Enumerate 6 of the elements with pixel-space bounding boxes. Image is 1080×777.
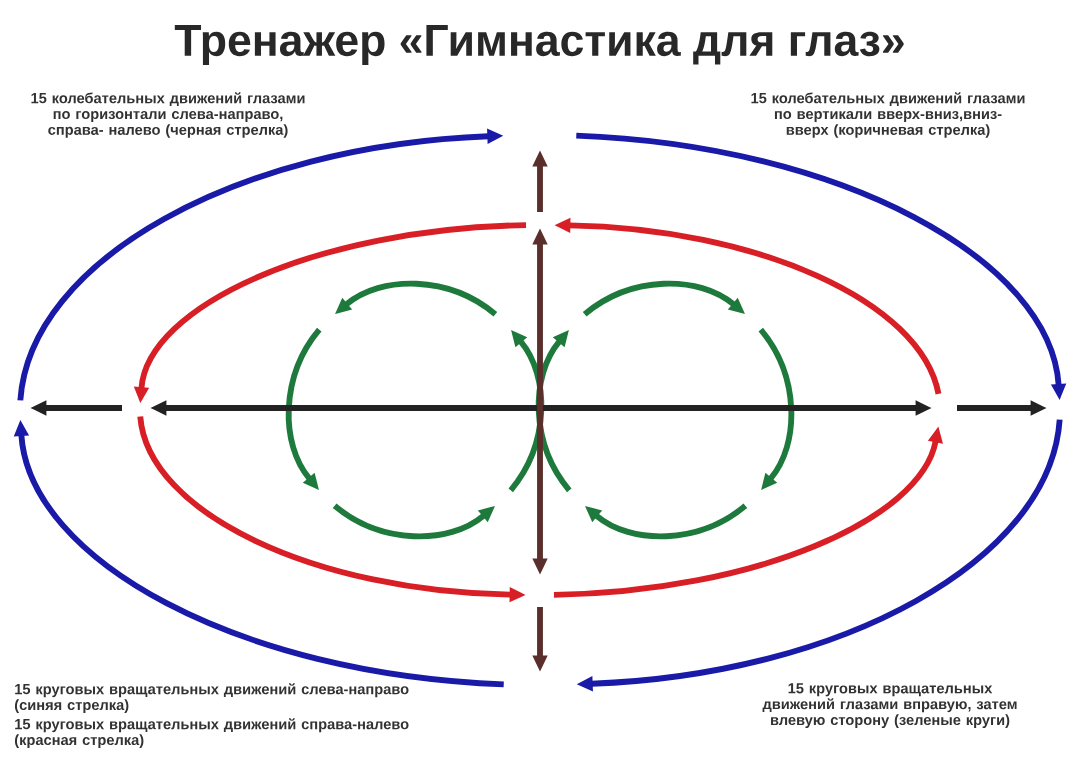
title: Тренажер «Гимнастика для глаз» xyxy=(174,25,904,65)
note-text: 15 колебательных движений глазами по вертикали вверх-вниз,вниз-вверх (коричневая стрелка) xyxy=(751,92,1025,138)
note-text: 15 колебательных движений глазами по горизонтали слева-направо, справа- налево (черная стрелка) xyxy=(31,92,305,138)
note-text: 15 круговых вращательных движений глазами вправую, затем влевую сторону (зеленые круги) xyxy=(762,683,1017,728)
note-text: 15 круговых вращательных движений слева-направо (синяя стрелка) xyxy=(15,683,409,713)
note-text: 15 круговых вращательных движений справа-налево (красная стрелка) xyxy=(15,718,409,748)
